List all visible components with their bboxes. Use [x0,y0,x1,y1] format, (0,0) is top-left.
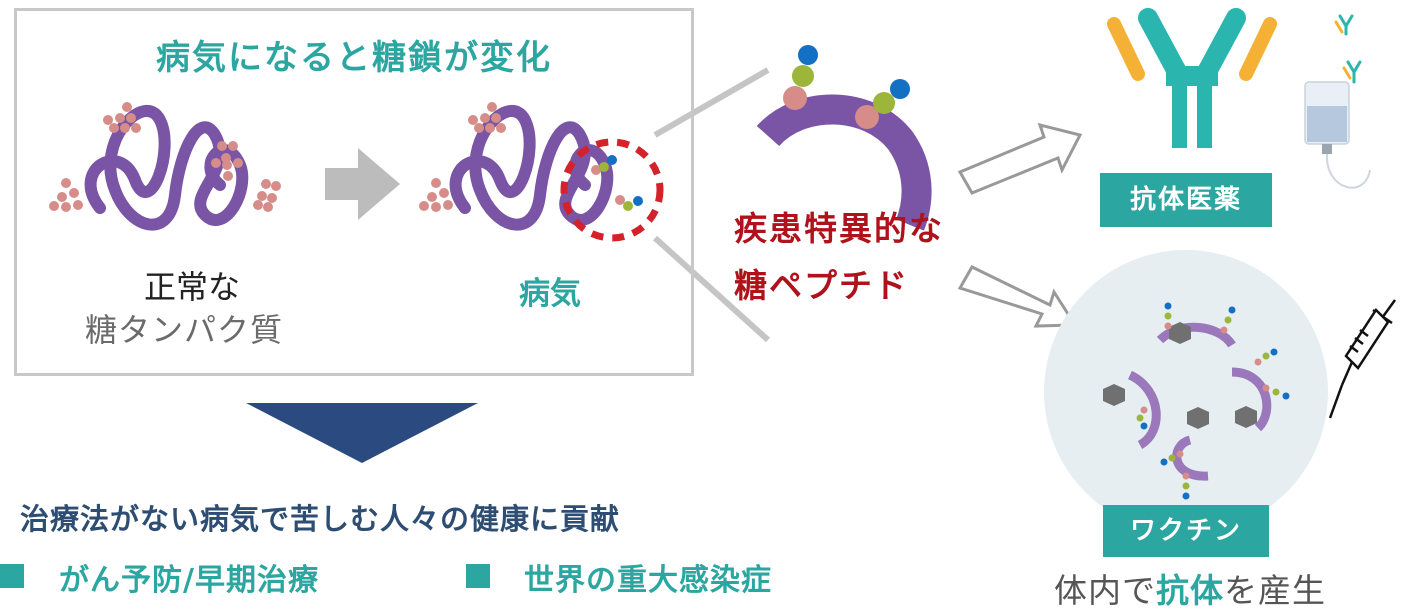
glycan-change-panel [14,8,694,376]
antibody-drug-badge: 抗体医薬 [1100,173,1272,227]
bullet-square-icon [0,564,24,588]
caption-emphasis: 抗体 [1156,571,1224,610]
zoom-line-lower [652,235,771,343]
bullet-cancer-prevention: がん予防/早期治療 [59,563,319,598]
vaccine-arrow-icon [957,265,1078,328]
antibody-icon [1107,8,1277,148]
disease-glycoprotein-illustration [419,102,664,242]
highlight-dashed-circle [560,138,664,242]
normal-label-line1: 正常な [143,268,240,306]
glycopeptide-label: 疾患特異的な 糖ペプチド [734,200,984,314]
change-arrow-icon [325,148,400,220]
contribution-statement: 治療法がない病気で苦しむ人々の健康に貢献 [20,502,621,536]
bullet-square-icon [466,564,490,588]
caption-suffix: を産生 [1224,571,1326,610]
panel-title: 病気になると糖鎖が変化 [156,38,552,78]
syringe-icon [1328,299,1397,419]
glycopeptide-label-line1: 疾患特異的な [734,209,944,248]
glycopeptide-label-line2: 糖ペプチド [734,266,909,305]
vaccine-sphere-illustration [1044,250,1328,534]
antibody-arrow-icon [957,122,1083,195]
bullet-infectious-disease: 世界の重大感染症 [524,563,772,598]
antibody-production-caption: 体内で抗体を産生 [1010,564,1370,612]
vaccine-badge: ワクチン [1103,505,1269,557]
disease-label: 病気 [519,276,581,312]
result-down-arrow-icon [246,403,478,463]
zoom-line-upper [653,67,770,138]
normal-label-line2: 糖タンパク質 [84,311,283,349]
glycopeptide-illustration [756,45,932,231]
normal-glycoprotein-illustration [49,102,281,231]
iv-bag-icon [1304,14,1371,189]
caption-prefix: 体内で [1054,571,1156,610]
